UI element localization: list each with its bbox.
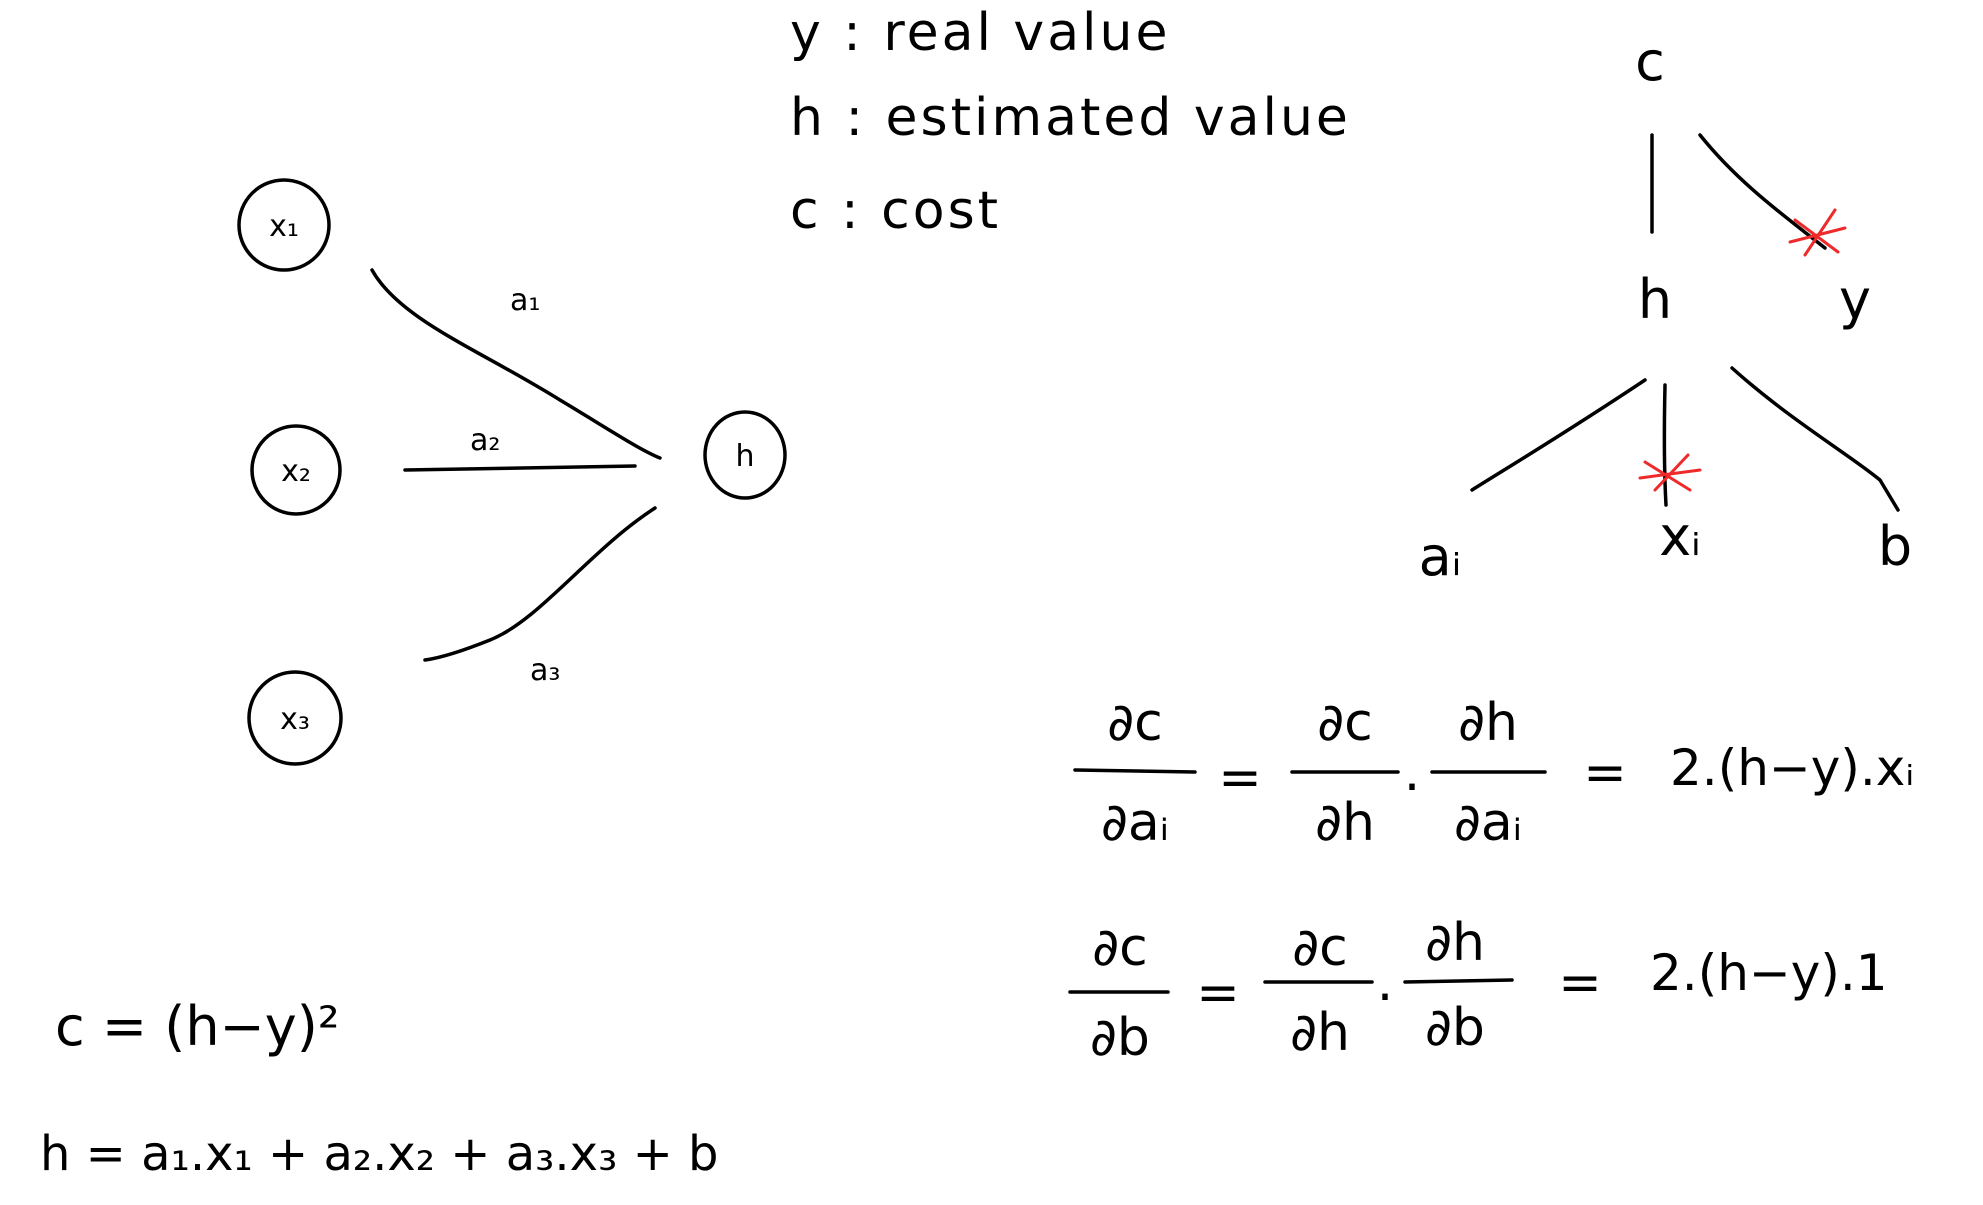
cost-equation: c = (h−y)² — [55, 995, 339, 1058]
cross-mark-xi-icon — [1638, 453, 1702, 492]
tree-leaf-ai: aᵢ — [1419, 525, 1462, 588]
grad-b-eq1: = — [1196, 963, 1240, 1023]
grad-b-den3: ∂b — [1425, 998, 1485, 1058]
tree-edge-h-ai — [1470, 378, 1647, 492]
grad-a-result: 2.(h−y).xᵢ — [1670, 739, 1914, 797]
edge-x2-h — [403, 464, 637, 472]
grad-a-den1: ∂aᵢ — [1101, 793, 1169, 853]
input-node-x3 — [247, 670, 343, 766]
grad-a-frac-bar1 — [1073, 768, 1197, 774]
input-node-x1 — [237, 178, 331, 272]
dependency-tree: c h y aᵢ xᵢ b — [1419, 30, 1913, 588]
output-node-h-label: h — [735, 439, 754, 474]
grad-a-eq2: = — [1583, 743, 1627, 803]
input-node-x3-label: x₃ — [280, 702, 310, 737]
tree-leaf-xi: xᵢ — [1659, 505, 1701, 568]
grad-b-eq2: = — [1558, 953, 1602, 1013]
legend-line-estimated-value: h : estimated value — [790, 88, 1351, 148]
grad-b-result: 2.(h−y).1 — [1650, 944, 1888, 1002]
weight-a3: a₃ — [530, 653, 560, 688]
grad-b-frac-bar3 — [1403, 978, 1514, 984]
grad-a-num1: ∂c — [1107, 693, 1162, 753]
grad-b-num2: ∂c — [1292, 918, 1347, 978]
edge-x3-h — [423, 506, 657, 662]
grad-b-den1: ∂b — [1090, 1008, 1150, 1068]
tree-root-c: c — [1635, 30, 1665, 93]
tree-edge-h-xi — [1662, 383, 1668, 507]
legend: y : real value h : estimated value c : c… — [790, 3, 1351, 241]
weight-a2: a₂ — [470, 423, 500, 458]
tree-edge-h-b — [1730, 366, 1900, 512]
grad-a-num2: ∂c — [1317, 693, 1372, 753]
hypothesis-equation: h = a₁.x₁ + a₂.x₂ + a₃.x₃ + b — [40, 1126, 719, 1182]
edge-x1-h — [370, 268, 662, 460]
grad-a-eq1: = — [1218, 748, 1262, 808]
gradient-b-equation: ∂c ∂b = ∂c ∂h . ∂h ∂b = 2.(h−y).1 — [1068, 913, 1888, 1068]
equations-left: c = (h−y)² h = a₁.x₁ + a₂.x₂ + a₃.x₃ + b — [40, 995, 719, 1182]
legend-line-real-value: y : real value — [790, 3, 1170, 63]
input-node-x2 — [250, 424, 342, 516]
network-diagram: x₁ x₂ x₃ h a₁ a₂ a₃ — [237, 178, 787, 766]
tree-node-h: h — [1638, 268, 1672, 331]
grad-a-num3: ∂h — [1458, 693, 1518, 753]
legend-line-cost: c : cost — [790, 181, 1001, 241]
output-node-h — [703, 410, 787, 500]
input-node-x2-label: x₂ — [281, 454, 311, 489]
input-node-x1-label: x₁ — [269, 209, 299, 244]
tree-node-y: y — [1839, 268, 1871, 331]
grad-b-dot: . — [1377, 953, 1394, 1013]
grad-a-dot: . — [1404, 743, 1421, 803]
cross-mark-y-icon — [1788, 208, 1847, 257]
grad-a-den2: ∂h — [1315, 793, 1375, 853]
tree-edge-c-y — [1698, 133, 1827, 250]
grad-b-num3: ∂h — [1425, 913, 1485, 973]
tree-leaf-b: b — [1878, 515, 1912, 578]
grad-b-den2: ∂h — [1290, 1003, 1350, 1063]
gradient-a-equation: ∂c ∂aᵢ = ∂c ∂h . ∂h ∂aᵢ = 2.(h−y).xᵢ — [1073, 693, 1914, 853]
grad-a-den3: ∂aᵢ — [1454, 793, 1522, 853]
grad-b-num1: ∂c — [1092, 918, 1147, 978]
weight-a1: a₁ — [510, 283, 540, 318]
